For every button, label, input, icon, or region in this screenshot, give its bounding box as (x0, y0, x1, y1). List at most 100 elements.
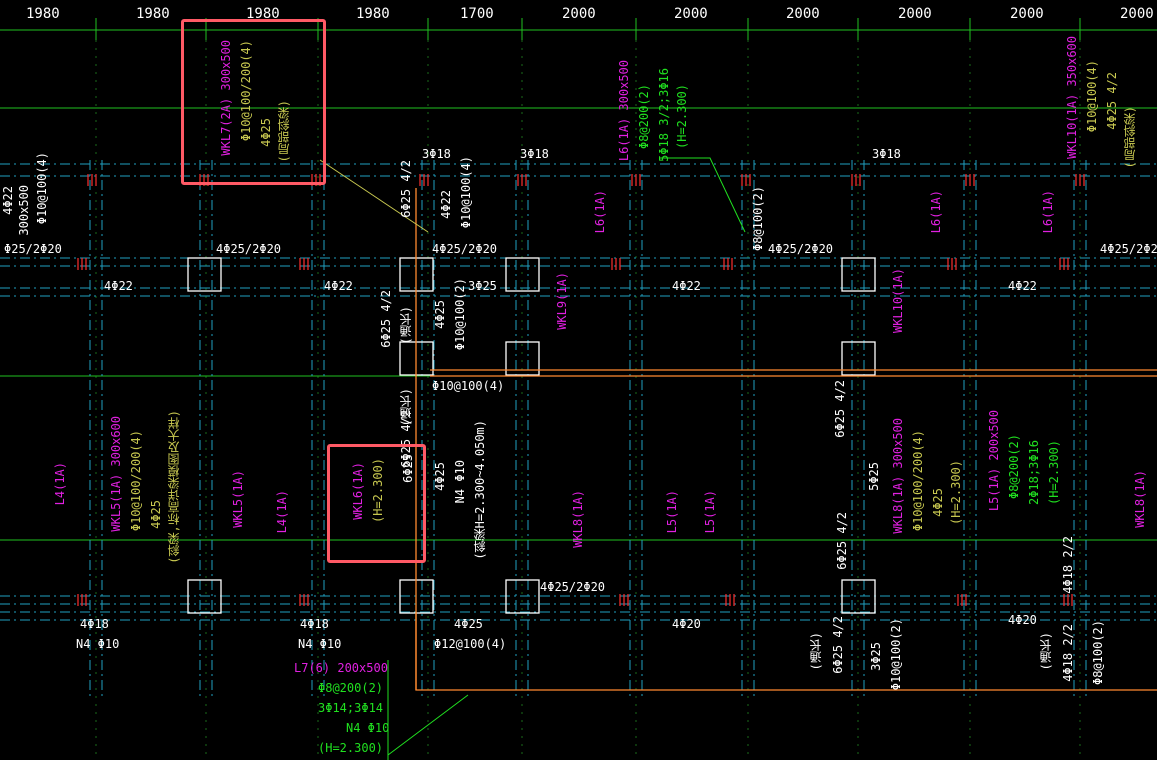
left-stirrup: Φ10@100(4) (35, 152, 49, 225)
l7-stirrup: Φ8@200(2) (318, 681, 384, 695)
r-bars-18: 4Φ18 2/2 (1061, 536, 1075, 594)
c-5p25: 5Φ25 (867, 462, 881, 491)
left-section-size: 300x500 (17, 185, 31, 236)
l4-label-b: L4(1A) (275, 490, 289, 534)
dimension-label: 2000 (1120, 6, 1154, 22)
l6-stirrup: Φ8@200(2) (637, 84, 651, 150)
dimension-label: 1980 (26, 6, 60, 22)
bot-c-3p25: 3Φ25 (869, 642, 883, 671)
bot-r-bars: 4Φ18 2/2 (1061, 624, 1075, 682)
l5-title: L5(1A) 200x500 (987, 410, 1001, 512)
wkl5-label-b: WKL5(1A) (231, 470, 245, 528)
l6-bars: 5Φ18 3/2;3Φ16 (657, 68, 671, 162)
l6-stirrup-b: Φ8@100(2) (751, 186, 765, 252)
bot-bars-20a: 4Φ20 (672, 617, 701, 631)
l7-bars: 3Φ14;3Φ14 (318, 701, 384, 715)
dimension-label: 2000 (562, 6, 596, 22)
bot-bars-20b: 4Φ20 (1008, 613, 1037, 627)
l5-label-a: L5(1A) (665, 490, 679, 534)
column-outline (841, 341, 876, 376)
mid-n4: N4 Φ10 (453, 460, 467, 504)
wkl5-stirrup: Φ10@100/200(4) (129, 430, 143, 532)
col-bars: 6Φ25 4/2 (379, 290, 393, 348)
wkl8-label-a: WKL8(1A) (571, 490, 585, 548)
l7-title: L7(6) 200x500 (294, 661, 388, 675)
col-stirrup: Φ10@100(2) (453, 278, 467, 351)
column-outline (505, 257, 540, 292)
wkl9-label: WKL9(1A) (555, 272, 569, 330)
bot-r-tong: (通长) (1039, 632, 1053, 671)
col-tongchang: (通长) (399, 306, 413, 345)
wkl10-label: WKL10(1A) (891, 268, 905, 334)
wkl10-stirrup: Φ10@100(4) (1085, 60, 1099, 133)
top-bars-c: 3Φ18 (872, 147, 901, 161)
wkl7-annotation-highlight (181, 19, 326, 185)
dimension-label: 1980 (136, 6, 170, 22)
row1-bars-d: 4Φ25/2Φ20 (768, 242, 834, 256)
bot-c-stirrup: Φ10@100(2) (889, 618, 903, 691)
dimension-label: 2000 (1010, 6, 1044, 22)
row2-bars-b: 4Φ22 (324, 279, 353, 293)
row1-bars-c: 4Φ25/2Φ20 (432, 242, 498, 256)
row2-bars-e: 4Φ22 (1008, 279, 1037, 293)
column-outline (187, 257, 222, 292)
wkl10-title: WKL10(1A) 350x600 (1065, 36, 1079, 159)
row4-bars: 4Φ25/2Φ20 (540, 580, 606, 594)
row2-bars-a: 4Φ22 (104, 279, 133, 293)
dimension-label: 2000 (786, 6, 820, 22)
left-bars: 4Φ22 (1, 186, 15, 215)
l6-label-a: L6(1A) (593, 190, 607, 234)
l7-height: (H=2.300) (318, 741, 384, 755)
column-outline (505, 341, 540, 376)
column-outline (841, 257, 876, 292)
wkl8-stirrup: Φ10@100/200(4) (911, 430, 925, 532)
l4-label-a: L4(1A) (53, 462, 67, 506)
dimension-label: 1700 (460, 6, 494, 22)
wkl10-note: (局部斜梁) (1123, 106, 1137, 169)
l6-label-b: L6(1A) (929, 190, 943, 234)
dimension-label: 1980 (356, 6, 390, 22)
dimension-label: 2000 (898, 6, 932, 22)
bot-n4-a: N4 Φ10 (76, 637, 120, 651)
row3-bars-c: 6Φ25 4/2 (833, 380, 847, 438)
c2-bars: 6Φ25 4/2 (835, 512, 849, 570)
row1-bars-e: 4Φ25/2Φ20 (1100, 242, 1157, 256)
mid-column-bars: 6Φ25 4/2 (399, 160, 413, 218)
wkl5-note: (斜梁,标高详梁模图及大样) (167, 410, 181, 564)
wkl8-height: (H=2.300) (949, 460, 963, 526)
wkl8-title: WKL8(1A) 300x500 (891, 418, 905, 534)
l6-height: (H=2.300) (675, 84, 689, 150)
l5-height: (H=2.300) (1047, 440, 1061, 506)
row2-bars-c: 3Φ25 (468, 279, 497, 293)
mid-bars-22: 4Φ22 (439, 190, 453, 219)
bot-bars-25: 4Φ25 (454, 617, 483, 631)
row2-bars-d: 4Φ22 (672, 279, 701, 293)
mid-slope: (斜梁H=2.300~4.050m) (473, 420, 487, 560)
bot-n4-b: N4 Φ10 (298, 637, 342, 651)
dimension-label: 2000 (674, 6, 708, 22)
mid-stirrup: Φ10@100(4) (459, 156, 473, 229)
l5-stirrup: Φ8@200(2) (1007, 434, 1021, 500)
wkl5-title: WKL5(1A) 300x600 (109, 416, 123, 532)
col-bars-25: 4Φ25 (433, 300, 447, 329)
top-bars-b: 3Φ18 (520, 147, 549, 161)
row1-bars-b: 4Φ25/2Φ20 (216, 242, 282, 256)
column-outline (505, 579, 540, 614)
l7-n4: N4 Φ10 (346, 721, 390, 735)
row3-stirrup: Φ10@100(4) (432, 379, 505, 393)
column-outline (187, 579, 222, 614)
l5-bars: 2Φ18;3Φ16 (1027, 440, 1041, 506)
l6-title: L6(1A) 300x500 (617, 60, 631, 162)
bot-bars-18b: 4Φ18 (300, 617, 329, 631)
wkl5-bars: 4Φ25 (149, 500, 163, 529)
wkl8-bars: 4Φ25 (931, 488, 945, 517)
bot-r-stirrup: Φ8@100(2) (1091, 620, 1105, 686)
mid-bars-4p25: 4Φ25 (433, 462, 447, 491)
l5-label-b: L5(1A) (703, 490, 717, 534)
bot-c-tong: (通长) (809, 632, 823, 671)
bot-c-bars: 6Φ25 4/2 (831, 616, 845, 674)
wkl8-label-b: WKL8(1A) (1133, 470, 1147, 528)
wkl10-bars: 4Φ25 4/2 (1105, 72, 1119, 130)
